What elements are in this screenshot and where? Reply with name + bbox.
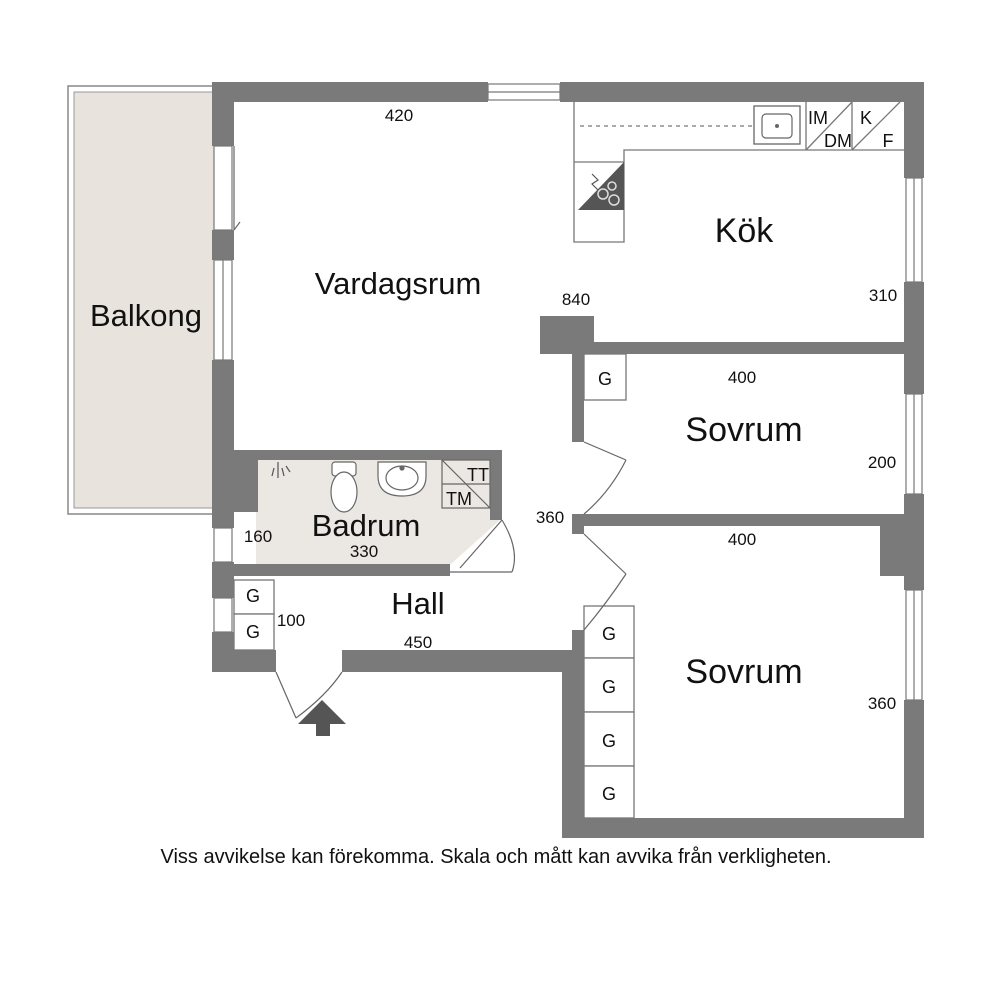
dim-sovrum-2-width: 400 bbox=[728, 530, 756, 549]
kitchen-sink-icon bbox=[753, 105, 801, 145]
bathroom-floor bbox=[256, 458, 500, 572]
balcony bbox=[67, 85, 215, 515]
stove-icon bbox=[578, 162, 624, 210]
label-g: G bbox=[602, 731, 616, 751]
room-label-hall: Hall bbox=[391, 586, 444, 621]
dim-hall-width: 450 bbox=[404, 633, 432, 652]
label-g: G bbox=[602, 624, 616, 644]
washbasin-icon bbox=[377, 461, 427, 497]
dim-badrum-depth: 160 bbox=[244, 527, 272, 546]
dim-hall-depth: 360 bbox=[536, 508, 564, 527]
room-label-sovrum-1: Sovrum bbox=[685, 411, 802, 449]
label-g: G bbox=[246, 622, 260, 642]
closets bbox=[233, 353, 635, 819]
entrance-arrow-icon bbox=[298, 700, 346, 736]
label-f: F bbox=[883, 131, 894, 151]
disclaimer-text: Viss avvikelse kan förekomma. Skala och … bbox=[160, 846, 832, 868]
windows bbox=[213, 83, 923, 701]
dim-sovrum-2-depth: 360 bbox=[868, 694, 896, 713]
dim-sovrum-1-width: 400 bbox=[728, 368, 756, 387]
label-k: K bbox=[860, 108, 872, 128]
label-g: G bbox=[602, 784, 616, 804]
shower-icon bbox=[271, 462, 291, 478]
room-label-vardagsrum: Vardagsrum bbox=[315, 266, 482, 301]
label-g: G bbox=[602, 677, 616, 697]
doors bbox=[233, 146, 627, 719]
label-tm: TM bbox=[446, 489, 472, 509]
dim-sovrum-1-depth: 200 bbox=[868, 453, 896, 472]
room-label-badrum: Badrum bbox=[312, 508, 421, 543]
walls bbox=[212, 82, 924, 838]
label-tt: TT bbox=[467, 465, 489, 485]
label-dm: DM bbox=[824, 131, 852, 151]
dim-hall-closet-depth: 100 bbox=[277, 611, 305, 630]
dim-vardagsrum-depth: 840 bbox=[562, 290, 590, 309]
toilet-icon bbox=[330, 461, 358, 513]
label-g: G bbox=[246, 586, 260, 606]
kitchen-counter bbox=[573, 101, 904, 243]
room-label-kok: Kök bbox=[715, 212, 775, 250]
room-label-sovrum-2: Sovrum bbox=[685, 653, 802, 691]
label-g: G bbox=[598, 369, 612, 389]
dim-badrum-width: 330 bbox=[350, 542, 378, 561]
dim-kok-depth: 310 bbox=[869, 286, 897, 305]
bathroom-fixtures bbox=[441, 459, 491, 509]
room-label-balkong: Balkong bbox=[90, 298, 202, 333]
dim-vardagsrum-width: 420 bbox=[385, 106, 413, 125]
label-im: IM bbox=[808, 108, 828, 128]
